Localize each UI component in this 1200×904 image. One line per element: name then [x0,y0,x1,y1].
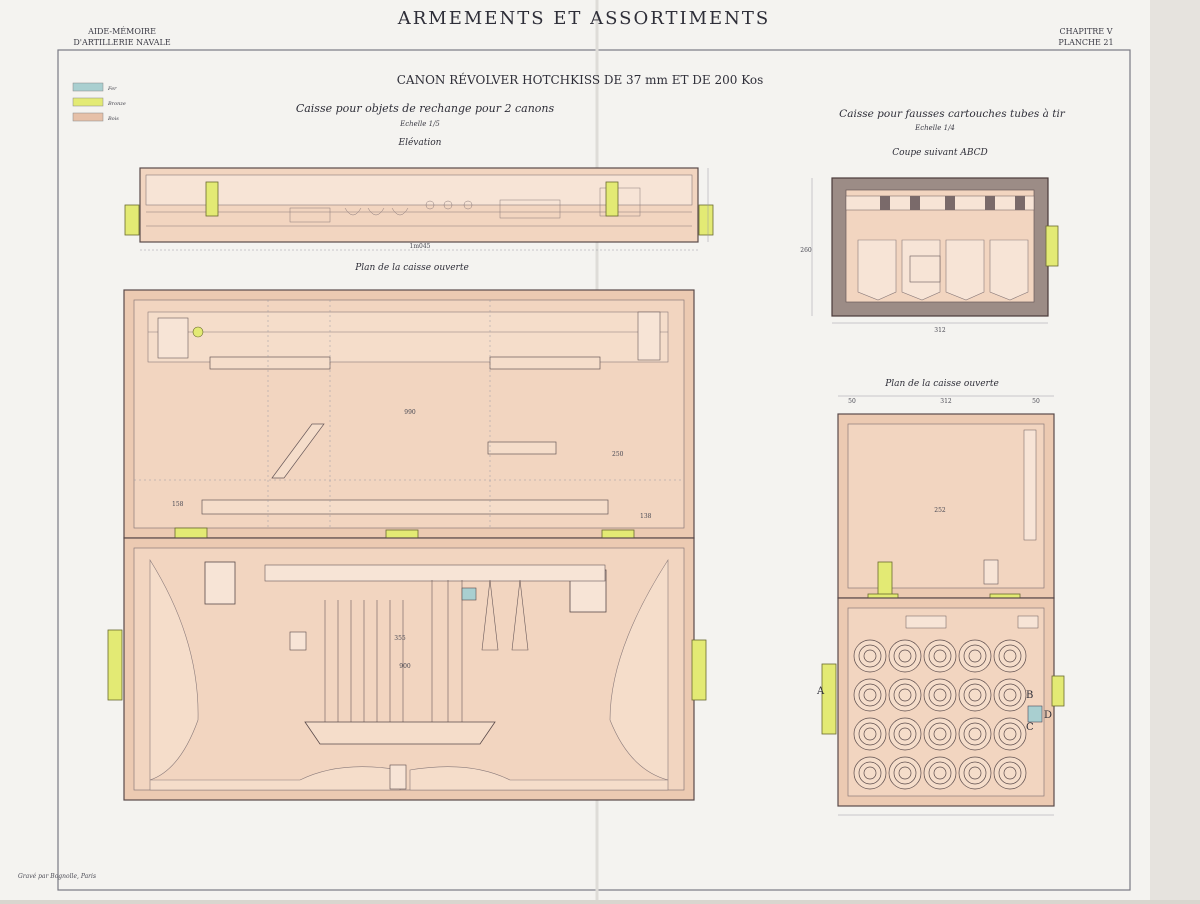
left-elevation-drawing [124,167,714,251]
main-title: CANON RÉVOLVER HOTCHKISS DE 37 mm ET DE … [397,72,763,87]
section-letter-a: A [816,686,825,697]
section-letter-b: B [1026,690,1033,701]
right-dim-inner-height: 252 [934,507,946,514]
cartridge-hole [898,649,912,663]
cartridge-hole [893,683,917,707]
right-section-label: Coupe suivant ABCD [892,148,987,158]
cartridge-hole [898,766,912,780]
cartridge-hole [928,761,952,785]
right-dim-section-height: 260 [800,247,812,254]
right-dim-plan-right: 50 [1032,398,1040,405]
right-box-title: Caisse pour fausses cartouches tubes à t… [839,108,1066,120]
left-dim-mid-left: 158 [172,501,184,508]
section-letter-c: C [1026,722,1034,733]
cartridge-hole [963,722,987,746]
header-left-line2: D'ARTILLERIE NAVALE [73,38,171,47]
cartridge-hole [863,727,877,741]
cartridge-hole [1003,649,1017,663]
cartridge-hole [998,722,1022,746]
left-dim-depth: 990 [404,409,416,416]
cartridge-hole [998,761,1022,785]
legend-label-iron: Fer [107,86,117,92]
cartridge-hole [998,683,1022,707]
legend-label-wood: Bois [107,116,119,122]
cartridge-hole [893,722,917,746]
left-elevation-label: Elévation [398,137,442,148]
plate-frame [57,49,1131,891]
legend-swatch-bronze [72,97,104,107]
legend-label-bronze: Bronze [107,101,126,107]
right-dim-plan-left: 50 [848,398,856,405]
cartridge-hole [858,683,882,707]
cartridge-hole [968,727,982,741]
cartridge-hole [928,683,952,707]
legend [72,82,104,122]
cartridge-hole [968,688,982,702]
cartridge-hole [898,688,912,702]
cartridge-hole [1003,727,1017,741]
paper-edge [1150,0,1200,900]
cartridge-hole [1003,688,1017,702]
header-right-line2: PLANCHE 21 [1058,38,1113,47]
plate-title: ARMEMENTS ET ASSORTIMENTS [397,8,770,29]
cartridge-hole [933,649,947,663]
left-box-scale: Echelle 1/5 [399,120,440,128]
cartridge-hole [863,766,877,780]
cartridge-hole [998,644,1022,668]
cartridge-hole [893,644,917,668]
section-letter-d: D [1044,710,1052,721]
cartridge-hole [858,644,882,668]
cartridge-hole [963,683,987,707]
left-dim-lower: 900 [399,663,411,670]
cartridge-hole [968,649,982,663]
left-dim-center: 355 [394,635,406,642]
legend-swatch-iron [72,82,104,92]
left-box-title: Caisse pour objets de rechange pour 2 ca… [296,102,555,115]
cartridge-hole [858,761,882,785]
cartridge-hole [968,766,982,780]
right-plan-label: Plan de la caisse ouverte [884,379,999,389]
cartridge-hole [963,761,987,785]
right-dim-plan-width: 312 [940,398,952,405]
right-section-drawing [811,177,1059,324]
engraver-credit: Gravé par Bognolle, Paris [18,873,96,880]
cartridge-hole [893,761,917,785]
cartridge-hole [863,688,877,702]
legend-swatch-wood [72,112,104,122]
left-dim-mid-right: 138 [640,513,652,520]
cartridge-hole [1003,766,1017,780]
cartridge-hole [963,644,987,668]
cartridge-grid [853,639,1027,790]
cartridge-hole [898,727,912,741]
cartridge-hole [933,688,947,702]
header-left-line1: AIDE-MÉMOIRE [87,27,156,36]
cartridge-hole [933,727,947,741]
cartridge-hole [863,649,877,663]
cartridge-hole [928,644,952,668]
left-dim-width: 250 [612,451,624,458]
left-plan-label: Plan de la caisse ouverte [354,263,469,273]
left-dim-length: 1m045 [410,243,431,250]
left-plan-drawing [107,289,707,801]
header-right-line1: CHAPITRE V [1060,27,1113,36]
cartridge-hole [858,722,882,746]
right-dim-section-width: 312 [934,327,946,334]
right-box-scale: Echelle 1/4 [914,124,955,132]
cartridge-hole [928,722,952,746]
right-plan-drawing [821,395,1065,816]
cartridge-hole [933,766,947,780]
